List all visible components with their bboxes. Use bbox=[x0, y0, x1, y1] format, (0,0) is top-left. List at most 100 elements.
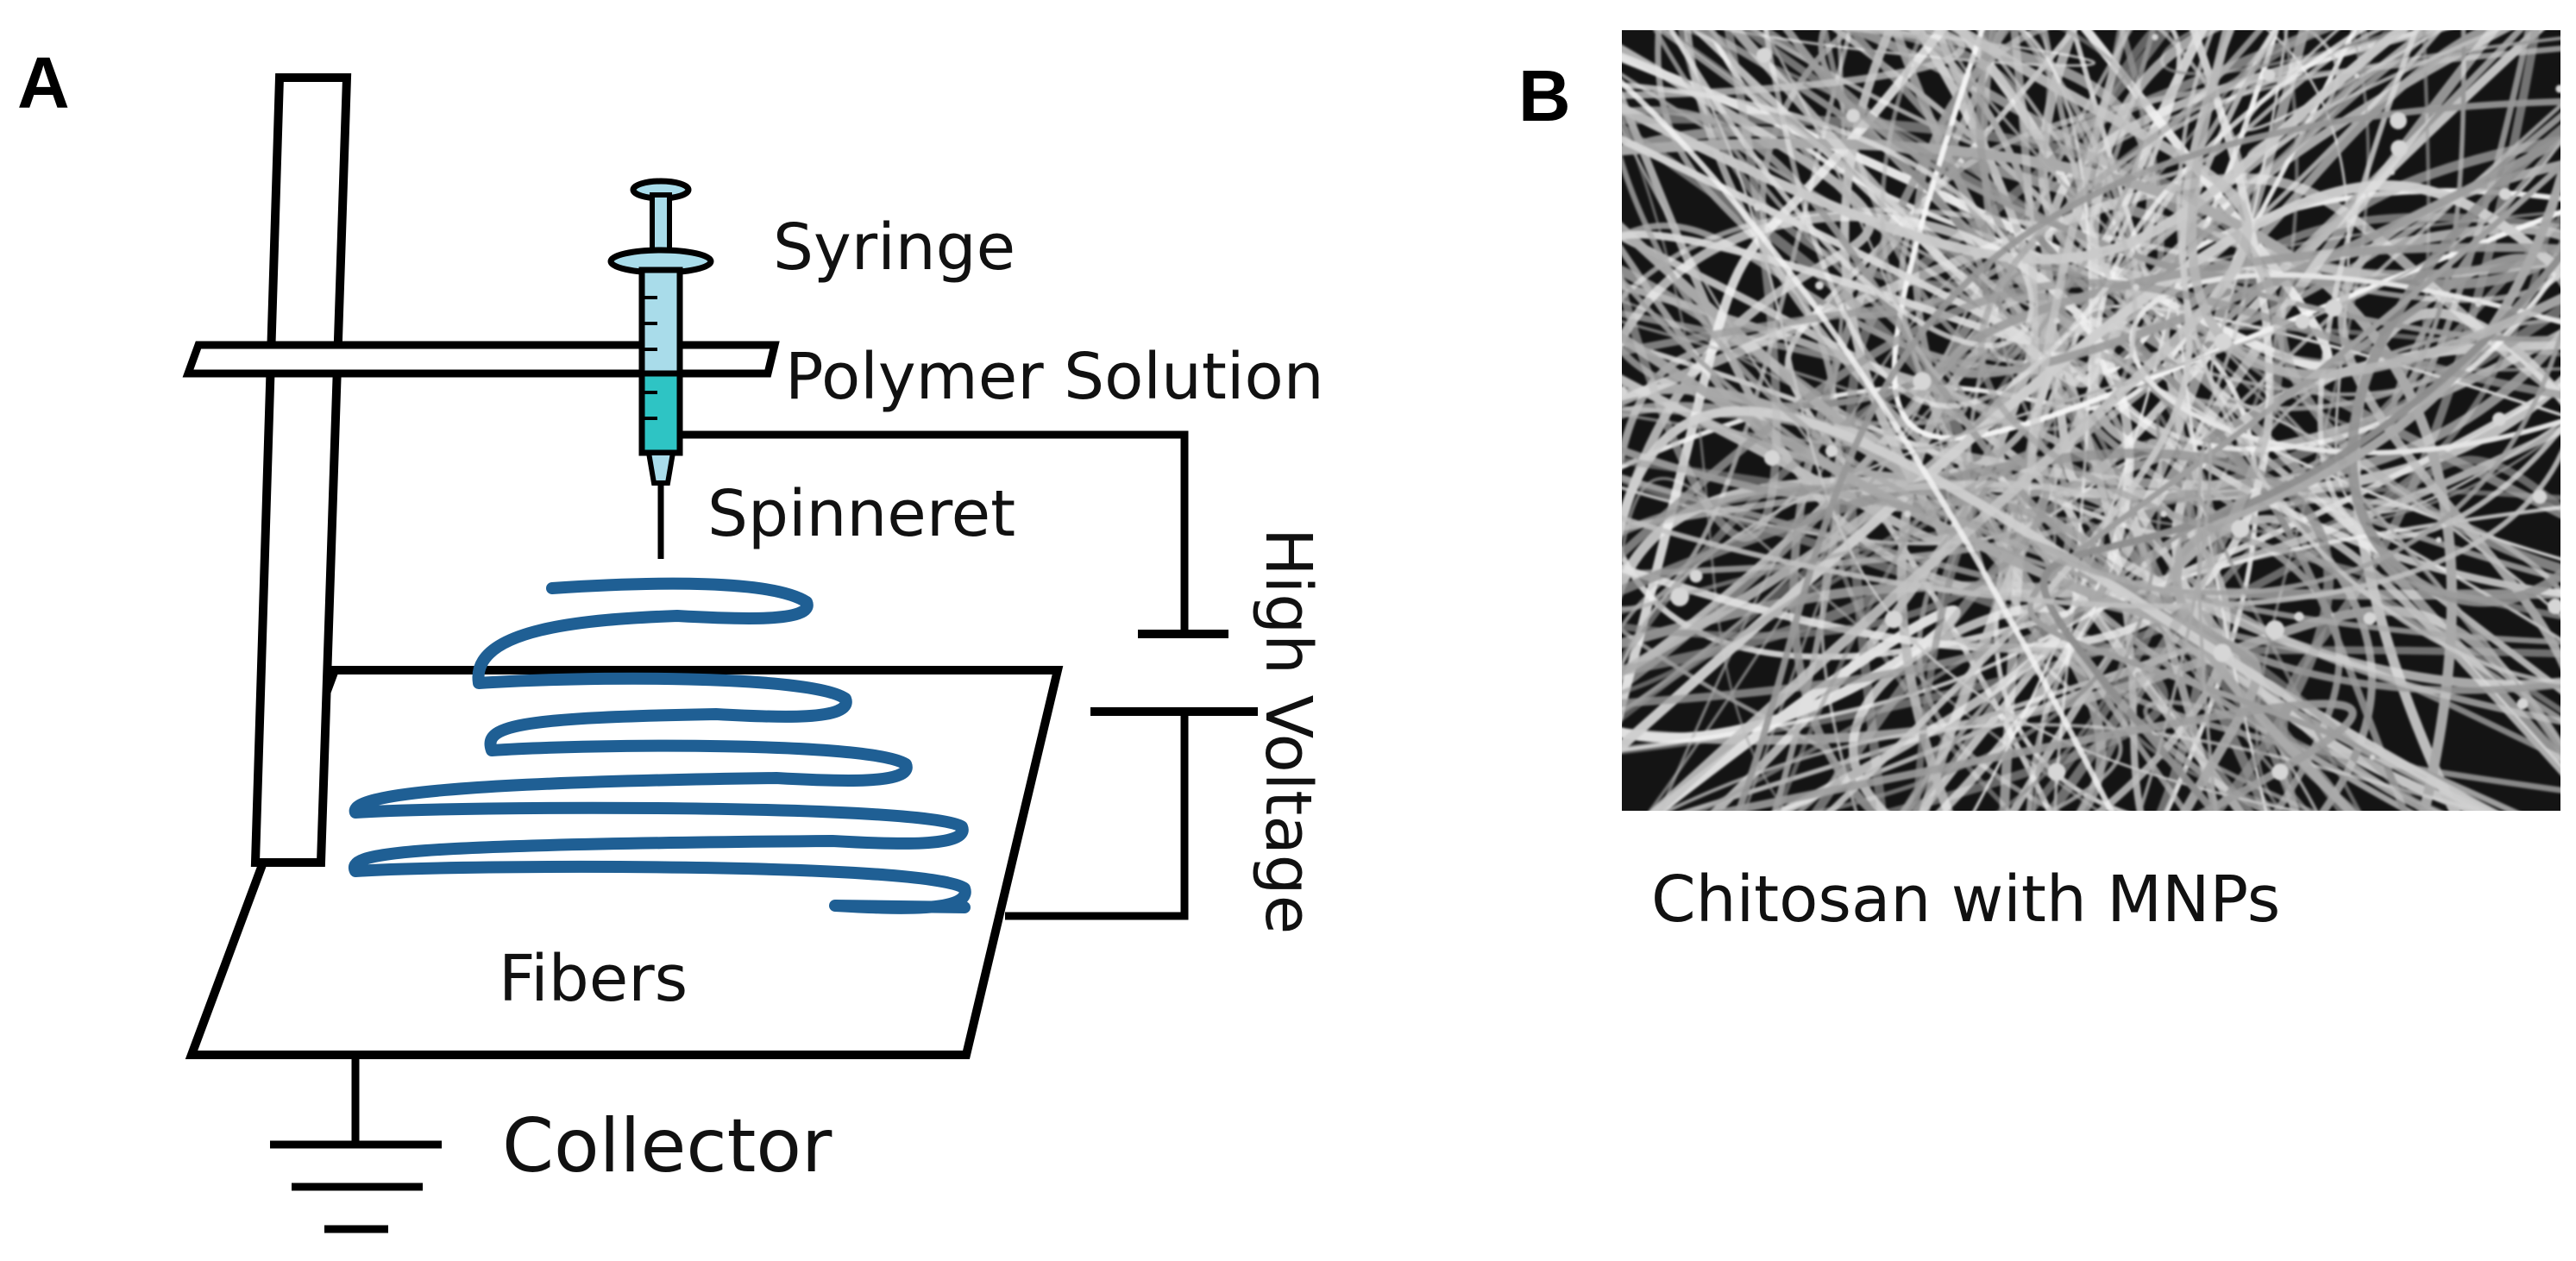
sem-nanoparticle bbox=[2548, 599, 2560, 614]
sem-nanoparticle bbox=[1689, 569, 1703, 583]
sem-fiber-strand bbox=[1622, 319, 1956, 450]
panel-b: B Chitosan with MNPs bbox=[1518, 30, 2560, 937]
label-polymer-solution: Polymer Solution bbox=[785, 340, 1324, 414]
sem-fiber-strand bbox=[1622, 457, 2428, 811]
sem-fiber-strand bbox=[1622, 135, 2033, 345]
sem-fiber-strand bbox=[1622, 114, 1787, 811]
sem-nanoparticle bbox=[2231, 519, 2250, 538]
sem-fiber-strand bbox=[2129, 272, 2560, 455]
sem-nanoparticle bbox=[2047, 762, 2066, 781]
sem-fiber-strand bbox=[2171, 161, 2560, 811]
sem-fiber-strand bbox=[1709, 30, 2560, 411]
sem-fiber-strand bbox=[1996, 412, 2362, 811]
voltage-wire-bottom bbox=[1005, 712, 1189, 920]
sem-nanoparticle bbox=[2262, 68, 2276, 82]
sem-fiber-strand bbox=[1622, 113, 2284, 811]
label-spinneret: Spinneret bbox=[707, 477, 1015, 551]
sem-nanoparticle bbox=[2053, 317, 2060, 324]
sem-fiber-strand bbox=[2187, 30, 2560, 380]
sem-nanoparticle bbox=[2390, 170, 2395, 175]
sem-nanoparticle bbox=[2363, 612, 2377, 625]
sem-nanoparticle bbox=[1670, 587, 1689, 606]
panel-a-letter: A bbox=[17, 42, 70, 123]
sem-fiber-strand bbox=[1669, 30, 2304, 811]
sem-fiber-strand bbox=[1622, 328, 2560, 491]
sem-fiber-strand bbox=[2039, 250, 2560, 811]
sem-fiber-strand bbox=[1622, 448, 2560, 609]
sem-fiber-strand bbox=[1622, 111, 2560, 375]
sem-fiber-strand bbox=[2010, 30, 2130, 474]
sem-fiber-strand bbox=[1622, 480, 2560, 725]
ground-icon bbox=[270, 1055, 442, 1233]
sem-fiber-strand bbox=[1622, 30, 1781, 542]
sem-nanoparticle bbox=[2324, 298, 2343, 317]
sem-nanoparticle bbox=[2435, 536, 2442, 543]
sem-nanoparticle bbox=[1884, 610, 1903, 629]
sem-nanoparticle bbox=[2475, 300, 2482, 307]
label-syringe: Syringe bbox=[773, 210, 1015, 285]
sem-fiber-strand bbox=[1622, 180, 2560, 753]
sem-fiber-strand bbox=[1775, 603, 2070, 811]
sem-nanoparticle bbox=[2499, 188, 2511, 200]
sem-fiber-strand bbox=[1622, 484, 2110, 707]
sem-fiber-strand bbox=[1622, 517, 2105, 811]
sem-nanoparticle bbox=[1763, 449, 1781, 467]
sem-fiber-strand bbox=[2317, 30, 2560, 540]
sem-nanoparticle bbox=[1913, 372, 1932, 391]
sem-fiber-strand bbox=[1622, 439, 2049, 716]
sem-nanoparticle bbox=[2215, 333, 2232, 350]
sem-micrograph bbox=[1622, 30, 2560, 811]
sem-fiber-strand bbox=[1741, 30, 2560, 287]
sem-nanoparticle bbox=[1904, 511, 1911, 518]
panel-a: A bbox=[17, 42, 1325, 1233]
sem-fiber-strand bbox=[1622, 30, 2034, 348]
sem-nanoparticle bbox=[2213, 643, 2232, 662]
sem-nanoparticle bbox=[2390, 112, 2407, 129]
sem-fiber-strand bbox=[1622, 153, 2560, 645]
sem-nanoparticle bbox=[2265, 620, 2284, 639]
sem-fiber-strand bbox=[1622, 30, 2409, 265]
sem-nanoparticle bbox=[2133, 284, 2139, 291]
sem-nanoparticle bbox=[1756, 47, 1772, 63]
sem-nanoparticle bbox=[2295, 314, 2310, 329]
sem-fiber-strand bbox=[1977, 30, 2560, 620]
sem-nanoparticle bbox=[2492, 412, 2506, 426]
sem-nanoparticle bbox=[1825, 444, 1838, 458]
sem-nanoparticle bbox=[2532, 489, 2548, 505]
sem-nanoparticle bbox=[2271, 763, 2289, 781]
label-fibers: Fibers bbox=[499, 942, 688, 1016]
sem-nanoparticle bbox=[1753, 203, 1762, 211]
panel-b-letter: B bbox=[1518, 55, 1571, 136]
sem-nanoparticle bbox=[2516, 698, 2529, 710]
label-collector: Collector bbox=[502, 1103, 832, 1189]
sem-nanoparticle bbox=[2555, 85, 2560, 93]
sem-fiber-strand bbox=[1735, 97, 2560, 811]
sem-nanoparticle bbox=[2354, 73, 2359, 78]
syringe-icon bbox=[607, 178, 714, 486]
sem-fiber-strand bbox=[2072, 486, 2560, 811]
sem-nanoparticle bbox=[1846, 109, 1860, 122]
sem-fiber-strand bbox=[1840, 30, 2158, 811]
sem-nanoparticle bbox=[2152, 34, 2158, 41]
sem-fiber-strand bbox=[2177, 30, 2560, 685]
sem-fiber-strand bbox=[1711, 700, 2357, 811]
sem-fiber-strand bbox=[1622, 30, 1950, 544]
clamp-arm bbox=[182, 341, 780, 378]
sem-nanoparticle bbox=[2294, 612, 2304, 622]
sem-nanoparticle bbox=[2391, 140, 2408, 157]
sem-fiber-strand bbox=[1762, 30, 2278, 409]
sem-fiber-strand bbox=[1946, 135, 2560, 379]
sem-nanoparticle bbox=[1622, 386, 1628, 398]
sem-nanoparticle bbox=[2369, 754, 2376, 761]
label-high-voltage: High Voltage bbox=[1251, 528, 1325, 934]
sem-fiber-strand bbox=[2347, 124, 2560, 607]
sem-fiber-strand bbox=[2138, 436, 2218, 811]
voltage-wire-top bbox=[680, 430, 1189, 634]
sem-nanoparticle bbox=[2160, 511, 2167, 518]
caption-chitosan: Chitosan with MNPs bbox=[1651, 863, 2280, 937]
sem-nanoparticle bbox=[1815, 281, 1824, 290]
sem-fiber-strand bbox=[1622, 78, 2114, 811]
fiber-spiral bbox=[348, 577, 971, 914]
stand-post bbox=[250, 73, 352, 867]
